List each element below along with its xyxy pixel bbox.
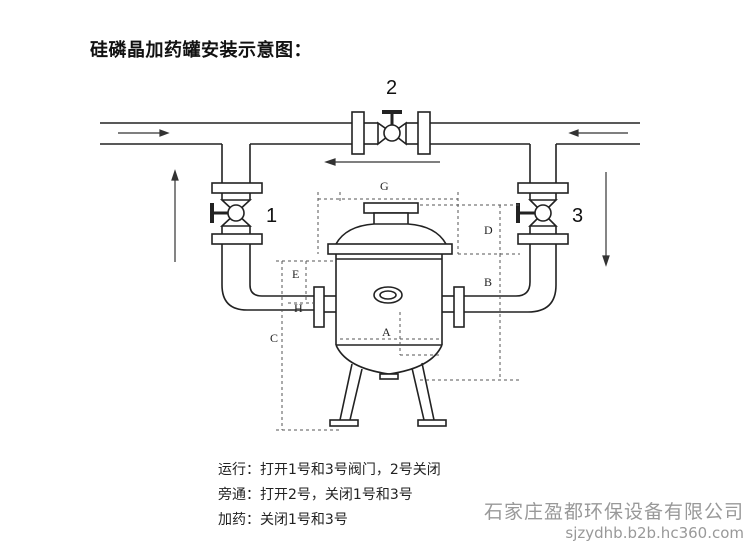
note-bypass: 旁通：打开2号，关闭1号和3号 <box>218 487 413 503</box>
valve-1 <box>210 182 263 245</box>
page-title: 硅磷晶加药罐安装示意图： <box>90 40 312 61</box>
left-branch-pipe <box>221 144 316 311</box>
watermark-company: 石家庄盈都环保设备有限公司 <box>483 501 744 523</box>
valve-number-2: 2 <box>386 77 397 99</box>
valve-number-3: 3 <box>572 205 583 227</box>
dim-label-e: E <box>292 267 299 281</box>
flow-arrows <box>118 129 628 267</box>
watermark-url: sjzydhb.b2b.hc360.com <box>565 524 744 542</box>
tank <box>327 202 453 375</box>
watermark: 石家庄盈都环保设备有限公司 sjzydhb.b2b.hc360.com <box>484 497 744 542</box>
dim-label-c: C <box>270 331 278 345</box>
dim-label-g: G <box>380 179 389 193</box>
note-run: 运行：打开1号和3号阀门，2号关闭 <box>218 462 441 478</box>
tank-flanges <box>313 286 465 328</box>
valve-2 <box>351 110 431 155</box>
dim-label-h: H <box>294 301 303 315</box>
note-dose: 加药：关闭1号和3号 <box>218 512 348 528</box>
valve-numbers: 2 1 3 <box>266 77 583 227</box>
dim-label-a: A <box>382 325 391 339</box>
valve-3 <box>516 182 569 245</box>
dim-label-d: D <box>484 223 493 237</box>
valve-number-1: 1 <box>266 205 277 227</box>
right-branch-pipe <box>464 144 557 313</box>
dimension-labels: G D B E H C A <box>270 179 493 345</box>
dim-label-b: B <box>484 275 492 289</box>
main-pipe <box>100 122 640 145</box>
tank-legs <box>329 362 447 427</box>
dimension-lines <box>276 192 520 431</box>
operation-notes: 运行：打开1号和3号阀门，2号关闭 旁通：打开2号，关闭1号和3号 加药：关闭1… <box>218 458 441 533</box>
